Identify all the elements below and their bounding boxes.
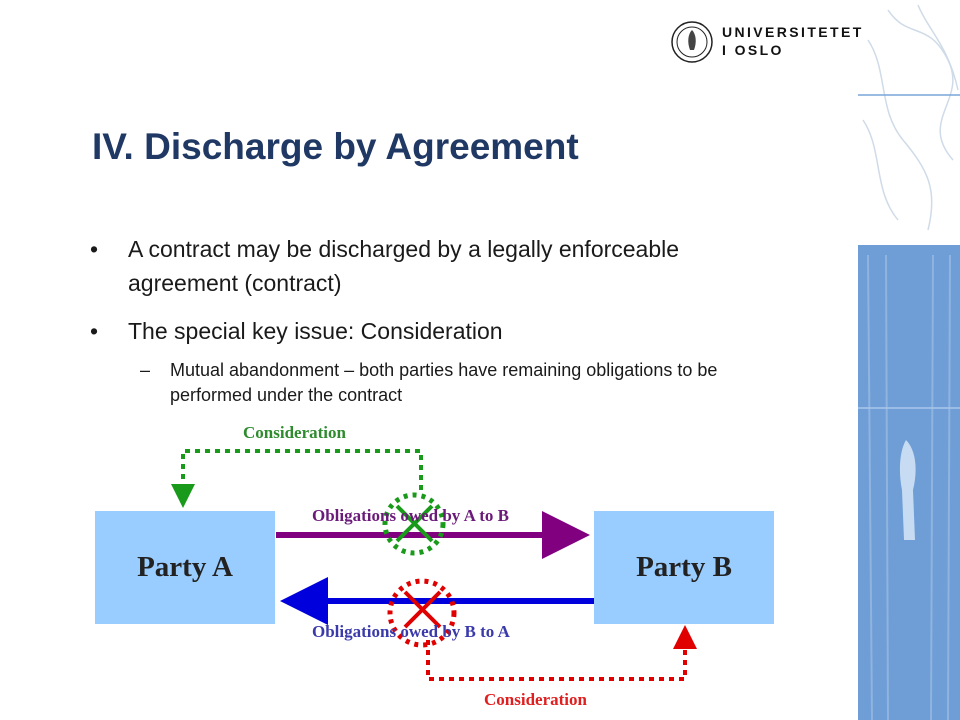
bullet-item: • A contract may be discharged by a lega… — [90, 232, 750, 300]
consideration-arrow-green — [171, 449, 423, 508]
bullet-dot: • — [90, 318, 99, 344]
bullet-item: • The special key issue: Consideration — [90, 314, 750, 348]
slide-title: IV. Discharge by Agreement — [92, 126, 579, 167]
sub-bullet-text: Mutual abandonment – both parties have r… — [170, 360, 718, 405]
university-logo: UNIVERSITETET I OSLO — [670, 18, 861, 70]
sub-bullet-dash: – — [140, 360, 151, 380]
obligation-b-to-a-label: Obligations owed by B to A — [312, 622, 510, 641]
obligation-a-to-b-label: Obligations owed by A to B — [312, 506, 509, 525]
party-b-box: Party B — [594, 511, 774, 624]
bullet-text: The special key issue: Consideration — [128, 318, 503, 344]
bullet-text: A contract may be discharged by a legall… — [128, 236, 680, 296]
logo-text-line1: UNIVERSITETET — [722, 24, 864, 40]
party-b-label: Party B — [636, 551, 732, 583]
logo-text-line2: I OSLO — [722, 42, 784, 58]
sub-bullet-item: – Mutual abandonment – both parties have… — [90, 358, 750, 408]
bullet-list: • A contract may be discharged by a lega… — [90, 232, 750, 408]
consideration-label-top: Consideration — [243, 423, 346, 442]
seal-icon — [671, 21, 713, 63]
consideration-label-bottom: Consideration — [484, 690, 587, 709]
bullet-dot: • — [90, 236, 99, 262]
decorative-side-panel — [858, 0, 960, 720]
party-a-label: Party A — [137, 551, 233, 583]
party-a-box: Party A — [95, 511, 275, 624]
